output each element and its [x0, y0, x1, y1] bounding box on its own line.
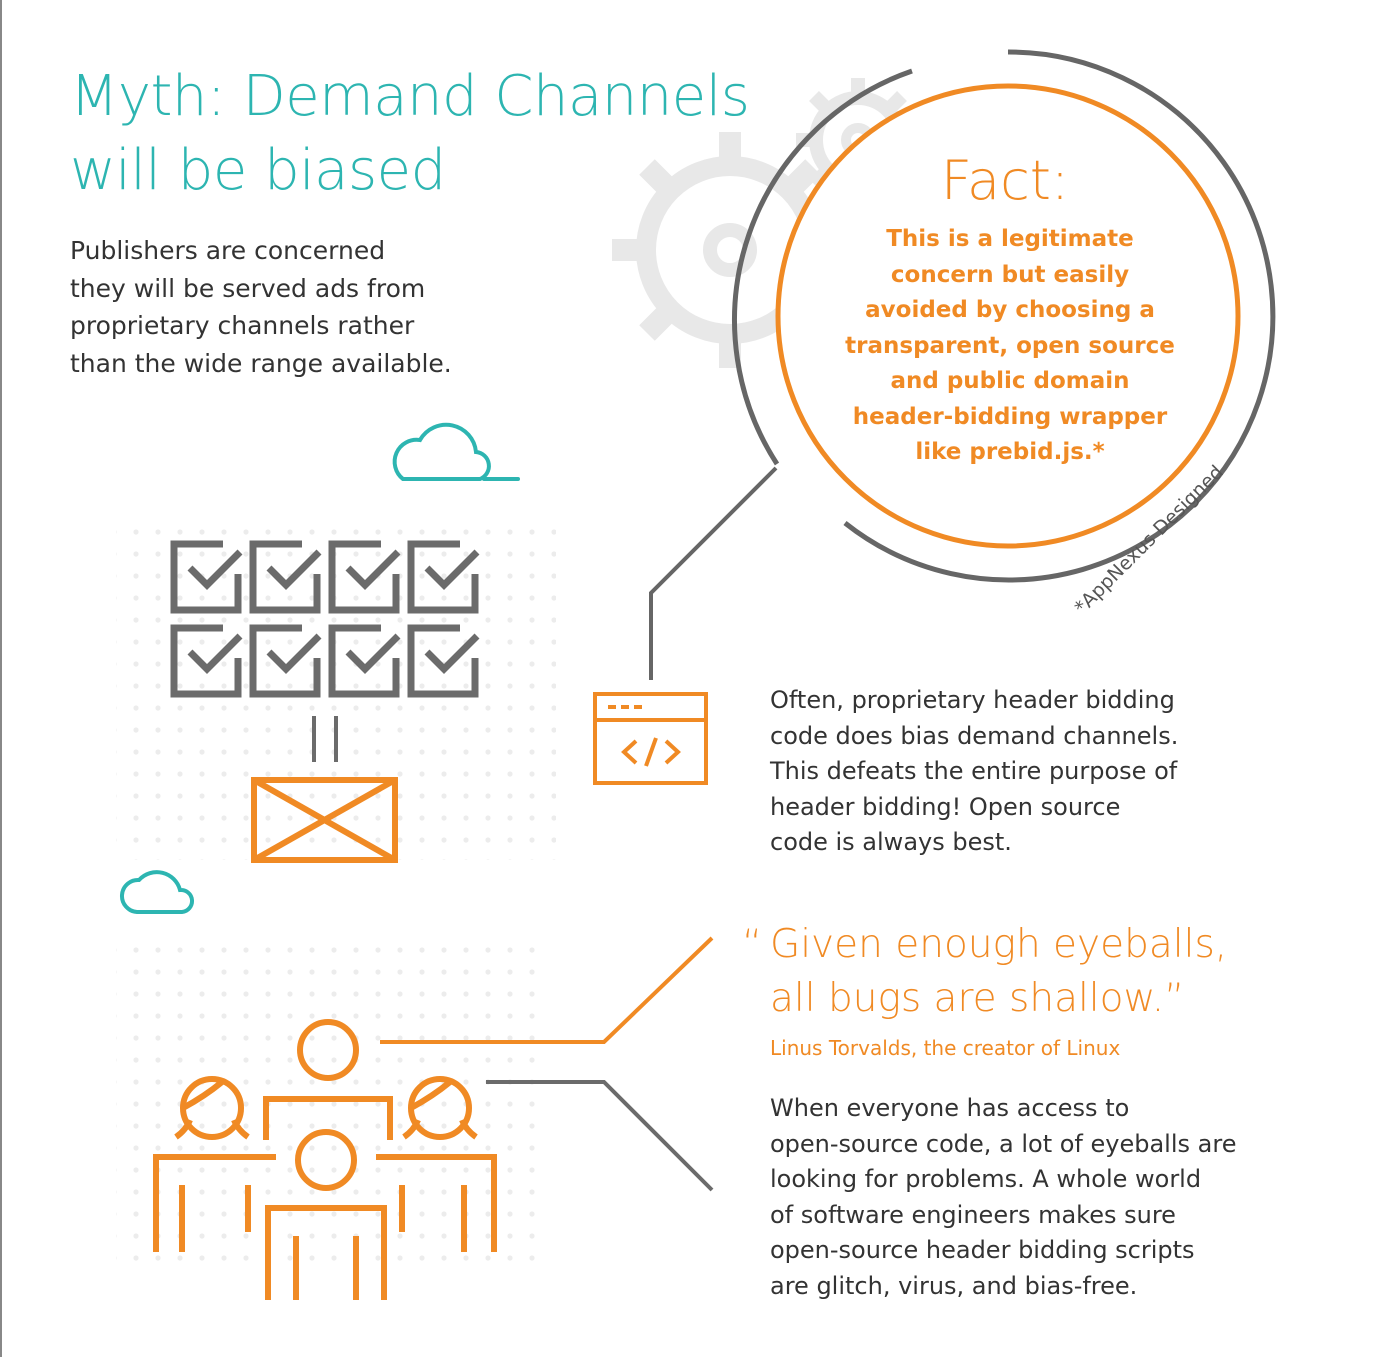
- envelope-icon: [251, 777, 398, 863]
- myth-title-line: will be biased: [70, 138, 446, 203]
- myth-body-line: they will be served ads from: [70, 273, 426, 303]
- checkbox-grid: [170, 540, 480, 698]
- paragraph-line: are glitch, virus, and bias-free.: [770, 1271, 1138, 1300]
- fact-text-line: like prebid.js.*: [915, 439, 1105, 465]
- fact-outer-arc-left: [732, 68, 913, 466]
- people-icon: [153, 1019, 497, 1300]
- fact-text-line: header-bidding wrapper: [852, 403, 1168, 430]
- proprietary-paragraph: Often, proprietary header bidding code d…: [770, 683, 1250, 861]
- quote-attribution: Linus Torvalds, the creator of Linux: [770, 1036, 1121, 1060]
- paragraph-line: open-source code, a lot of eyeballs are: [770, 1129, 1237, 1158]
- quote-line: Given enough eyeballs,: [770, 922, 1228, 967]
- myth-description: Publishers are concerned they will be se…: [70, 232, 540, 382]
- paragraph-line: of software engineers makes sure: [770, 1200, 1176, 1229]
- fact-text-line: concern but easily: [890, 261, 1130, 288]
- fact-text: This is a legitimate concern but easily …: [810, 222, 1210, 471]
- paragraph-line: Often, proprietary header bidding: [770, 686, 1175, 714]
- paragraph-line: header bidding! Open source: [770, 792, 1121, 821]
- paragraph-line: code does bias demand channels.: [770, 721, 1179, 750]
- paragraph-line: looking for problems. A whole world: [770, 1165, 1202, 1193]
- checkbox-icon: [407, 624, 480, 698]
- checkbox-icon: [170, 540, 243, 614]
- community-paragraph: When everyone has access to open-source …: [770, 1091, 1290, 1304]
- fact-circle: [775, 83, 1241, 549]
- fact-outer-arc: [843, 49, 1276, 583]
- myth-body-line: than the wide range available.: [70, 348, 452, 378]
- double-line-connector: [312, 716, 338, 762]
- checkbox-icon: [407, 540, 480, 614]
- checkbox-icon: [249, 624, 322, 698]
- fact-text-line: This is a legitimate: [886, 226, 1134, 252]
- paragraph-line: This defeats the entire purpose of: [770, 757, 1178, 785]
- dot-grid-upper: [116, 518, 556, 860]
- myth-title: Myth: Demand Channels will be biased: [70, 60, 790, 208]
- paragraph-line: open-source header bidding scripts: [770, 1236, 1195, 1264]
- myth-body-line: Publishers are concerned: [70, 236, 386, 265]
- fact-text-line: avoided by choosing a: [865, 297, 1155, 323]
- paragraph-line: When everyone has access to: [770, 1094, 1130, 1122]
- checkbox-icon: [170, 624, 243, 698]
- fact-text-line: transparent, open source: [845, 332, 1175, 359]
- connector-community: [486, 1080, 714, 1192]
- quote-line: all bugs are shallow.”: [770, 976, 1185, 1021]
- cloud-icon: [392, 422, 520, 481]
- quote-mark: “: [742, 922, 763, 967]
- connector-quote: [380, 936, 714, 1044]
- checkbox-icon: [249, 540, 322, 614]
- paragraph-line: code is always best.: [770, 828, 1012, 856]
- fact-text-line: and public domain: [890, 368, 1130, 394]
- checkbox-icon: [328, 540, 401, 614]
- myth-body-line: proprietary channels rather: [70, 311, 415, 340]
- code-window-icon: [593, 692, 708, 785]
- fact-heading: Fact:: [940, 149, 1070, 212]
- myth-title-line: Myth: Demand Channels: [70, 64, 750, 129]
- checkbox-icon: [328, 624, 401, 698]
- quote: “ Given enough eyeballs, all bugs are sh…: [742, 918, 1302, 1026]
- connector-fact-code: [649, 466, 778, 680]
- cloud-icon: [120, 870, 195, 914]
